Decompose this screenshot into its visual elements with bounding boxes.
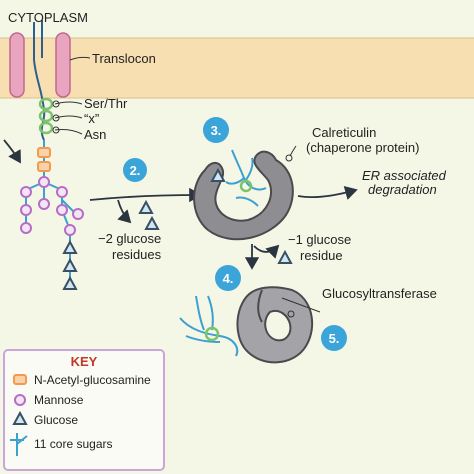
label-cytoplasm: CYTOPLASM bbox=[8, 10, 88, 25]
label-degradation: degradation bbox=[368, 182, 437, 197]
sequon-loops bbox=[38, 97, 54, 135]
label-x: “x” bbox=[84, 111, 99, 126]
mannose bbox=[72, 208, 84, 220]
removed-glucose-single bbox=[277, 249, 293, 264]
glycan-on-calreticulin bbox=[225, 149, 267, 207]
mannose bbox=[38, 198, 50, 210]
glucose bbox=[62, 239, 78, 254]
glucosyltransferase-protein bbox=[236, 286, 314, 364]
arrow-to-calreticulin bbox=[89, 187, 202, 203]
label-minus-2-glucose: −2 glucose bbox=[98, 231, 161, 246]
key-nacetyl-swatch bbox=[13, 374, 27, 385]
key-legend: KEY N-Acetyl-glucosamine Mannose Glucose… bbox=[3, 349, 165, 471]
key-core-swatch bbox=[10, 433, 28, 456]
step-4-badge: 4. bbox=[215, 265, 241, 291]
oligosaccharide-tree bbox=[20, 140, 84, 290]
label-er-associated: ER associated bbox=[362, 168, 447, 183]
label-translocon: Translocon bbox=[92, 51, 156, 66]
nacetyl-glucosamine-1 bbox=[37, 147, 51, 158]
glucose bbox=[62, 275, 78, 290]
step-3-badge: 3. bbox=[203, 117, 229, 143]
step-5-badge: 5. bbox=[321, 325, 347, 351]
label-minus-2-residues: residues bbox=[112, 247, 162, 262]
label-glucosyltransferase: Glucosyltransferase bbox=[322, 286, 437, 301]
svg-text:2.: 2. bbox=[130, 163, 141, 178]
removed-glucose-pair bbox=[138, 199, 160, 230]
label-minus-1-glucose: −1 glucose bbox=[288, 232, 351, 247]
svg-text:3.: 3. bbox=[211, 123, 222, 138]
label-asn: Asn bbox=[84, 127, 106, 142]
key-glucose-swatch bbox=[12, 410, 28, 425]
mannose bbox=[20, 222, 32, 234]
glycan-released bbox=[179, 295, 239, 357]
mannose bbox=[20, 204, 32, 216]
key-mannose-label: Mannose bbox=[34, 393, 84, 407]
incoming-arrow bbox=[3, 139, 21, 164]
step-2-badge: 2. bbox=[123, 158, 147, 182]
translocon-channel bbox=[9, 32, 71, 98]
mannose bbox=[20, 186, 32, 198]
arrow-remove-1-glucose bbox=[253, 244, 280, 259]
label-chaperone-protein: (chaperone protein) bbox=[306, 140, 419, 155]
svg-text:5.: 5. bbox=[329, 331, 340, 346]
er-membrane bbox=[0, 38, 474, 98]
mannose bbox=[64, 224, 76, 236]
arrow-remove-2-glucose bbox=[117, 199, 132, 224]
label-calreticulin: Calreticulin bbox=[312, 125, 376, 140]
label-ser-thr: Ser/Thr bbox=[84, 96, 128, 111]
key-mannose-swatch bbox=[14, 394, 26, 406]
mannose bbox=[56, 204, 68, 216]
mannose bbox=[56, 186, 68, 198]
key-glucose-label: Glucose bbox=[34, 413, 78, 427]
label-minus-1-residue: residue bbox=[300, 248, 343, 263]
arrow-to-erad bbox=[297, 185, 358, 200]
calreticulin-protein bbox=[193, 150, 294, 241]
key-core-label: 11 core sugars bbox=[34, 437, 113, 451]
nacetyl-glucosamine-2 bbox=[37, 161, 51, 172]
key-nacetyl-label: N-Acetyl-glucosamine bbox=[34, 373, 151, 387]
mannose bbox=[38, 176, 50, 188]
svg-text:4.: 4. bbox=[223, 271, 234, 286]
glucose bbox=[62, 257, 78, 272]
key-title: KEY bbox=[71, 354, 98, 369]
